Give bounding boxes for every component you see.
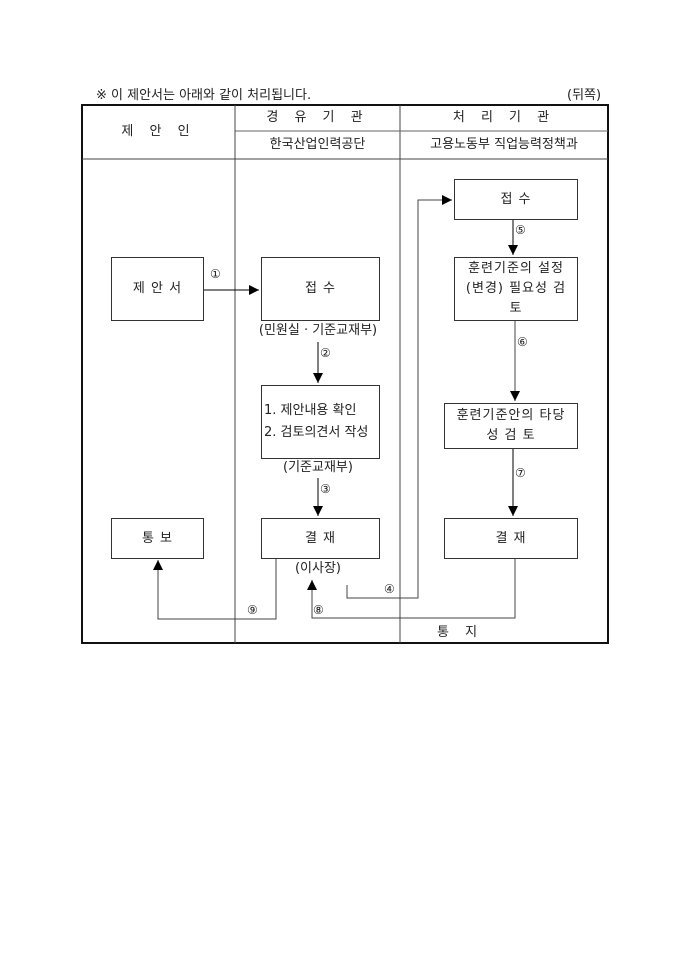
step-3-label: ③ — [320, 482, 331, 496]
step-1-label: ① — [210, 267, 221, 281]
processor-receive-box: 접 수 — [454, 179, 578, 220]
intermediary-receive-box: 접 수 — [261, 257, 380, 321]
notice-text: ※ 이 제안서는 아래와 같이 처리됩니다. — [96, 88, 312, 103]
proposal-box: 제 안 서 — [111, 257, 204, 321]
header-intermediary: 경 유 기 관 — [266, 110, 369, 125]
notify-box: 통 보 — [111, 518, 204, 559]
intermediary-approval-note: (이사장) — [294, 561, 342, 576]
necessity-line-2: (변경) 필요성 검 — [465, 281, 567, 296]
notify-box-label: 통 보 — [141, 530, 174, 546]
step-8-label: ⑧ — [313, 603, 324, 617]
step-4-label: ④ — [384, 582, 395, 596]
proposal-box-label: 제 안 서 — [132, 281, 183, 296]
arrow-step-8 — [307, 558, 516, 619]
header-processor: 처 리 기 관 — [452, 110, 556, 125]
review-line-1: 1. 제안내용 확인 — [264, 403, 357, 418]
necessity-line-3: 토 — [509, 301, 523, 316]
necessity-review-box: 훈련기준의 설정 (변경) 필요성 검 토 — [454, 257, 578, 321]
review-box: 1. 제안내용 확인 2. 검토의견서 작성 — [261, 385, 380, 459]
validity-line-1: 훈련기준안의 타당 — [456, 408, 566, 423]
header-intermediary-org: 한국산업인력공단 — [269, 137, 366, 152]
validity-line-2: 성 검 토 — [486, 428, 536, 443]
validity-review-box: 훈련기준안의 타당 성 검 토 — [444, 403, 578, 449]
intermediary-receive-label: 접 수 — [304, 281, 337, 296]
necessity-line-1: 훈련기준의 설정 — [468, 261, 564, 276]
step-7-label: ⑦ — [515, 466, 526, 480]
page-side-label: (뒤쪽) — [567, 88, 602, 103]
notice-label: 통 지 — [437, 625, 484, 640]
intermediary-approval-box: 결 재 — [261, 518, 380, 559]
review-line-2: 2. 검토의견서 작성 — [264, 425, 369, 440]
header-proposer: 제 안 인 — [121, 124, 196, 139]
arrow-step-4 — [346, 195, 452, 599]
processor-receive-label: 접 수 — [500, 191, 532, 207]
processor-approval-box: 결 재 — [444, 518, 578, 559]
processor-approval-label: 결 재 — [495, 530, 527, 546]
header-processor-org: 고용노동부 직업능력정책과 — [430, 137, 578, 152]
step-9-label: ⑨ — [247, 603, 258, 617]
arrow-step-9 — [153, 558, 277, 620]
table-border — [81, 104, 609, 644]
step-5-label: ⑤ — [515, 223, 526, 237]
review-note: (기준교재부) — [283, 460, 353, 475]
step-6-label: ⑥ — [517, 335, 528, 349]
intermediary-receive-note: (민원실 · 기준교재부) — [258, 323, 378, 338]
step-2-label: ② — [320, 346, 331, 360]
intermediary-approval-label: 결 재 — [304, 530, 337, 546]
